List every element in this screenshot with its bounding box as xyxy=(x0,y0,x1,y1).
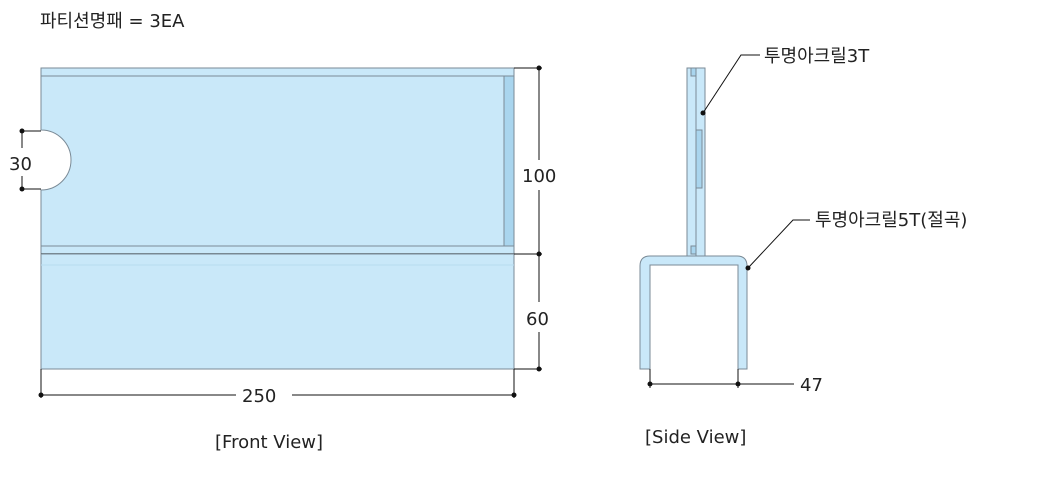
side-callouts: 투명아크릴3T 투명아크릴5T(절곡) xyxy=(700,46,967,271)
upper-height-label: 100 xyxy=(522,166,556,187)
front-view xyxy=(40,67,515,370)
front-top-rail xyxy=(40,67,515,77)
front-lower-panel xyxy=(40,253,515,370)
width-dim-dot-left xyxy=(38,392,44,398)
width-label: 250 xyxy=(242,386,276,407)
side-view xyxy=(639,67,748,370)
side-plate-clip-mid xyxy=(695,129,703,189)
height-dim-dot-bottom xyxy=(536,366,542,372)
side-view-caption: [Side View] xyxy=(645,427,746,448)
front-upper-panel xyxy=(40,75,515,247)
side-plate-clip-bottom xyxy=(690,245,697,255)
lower-height-label: 60 xyxy=(526,309,549,330)
callout-top-dot xyxy=(700,110,706,116)
hole-dim-label: 30 xyxy=(9,154,32,175)
height-dim-dot-top xyxy=(536,65,542,71)
depth-dim-dot-left xyxy=(647,381,653,387)
callout-bottom-leader xyxy=(747,219,810,269)
callout-bottom-dot xyxy=(745,265,751,271)
side-dimensions: 47 xyxy=(647,369,823,396)
front-middle-rail xyxy=(40,245,515,255)
callout-top-leader xyxy=(702,54,760,114)
front-dimensions: 30 100 60 250 xyxy=(9,65,556,407)
drawing-title: 파티션명패 = 3EA xyxy=(40,11,185,32)
front-view-caption: [Front View] xyxy=(215,432,323,453)
depth-dim-dot-right xyxy=(735,381,741,387)
front-right-edge-strip xyxy=(503,75,515,247)
depth-label: 47 xyxy=(800,375,823,396)
hole-dim-dot-top xyxy=(19,128,25,134)
hole-dim-dot-bottom xyxy=(19,186,25,192)
height-dim-dot-mid xyxy=(536,251,542,257)
callout-bottom-label: 투명아크릴5T(절곡) xyxy=(815,210,967,231)
width-dim-dot-right xyxy=(511,392,517,398)
side-plate-clip-top xyxy=(690,67,697,77)
side-bent-channel xyxy=(639,255,748,370)
callout-top-label: 투명아크릴3T xyxy=(764,46,870,67)
